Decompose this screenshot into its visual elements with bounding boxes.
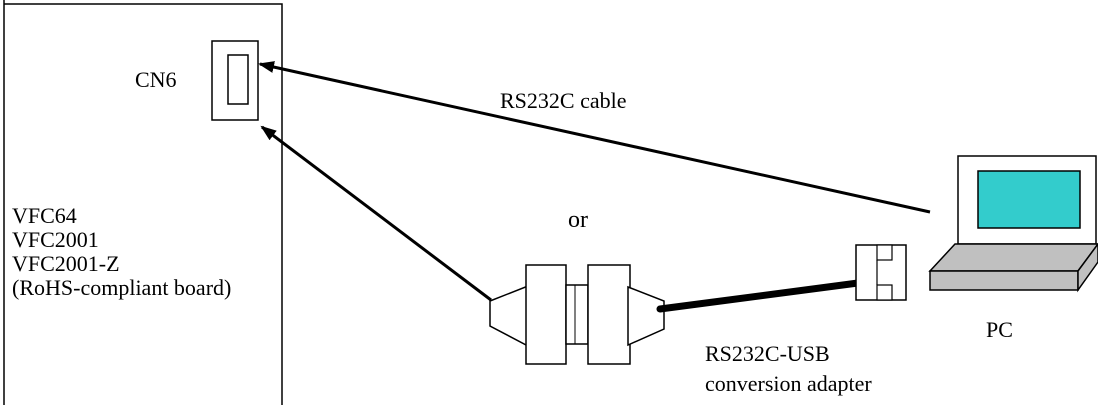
usb-plug-icon [855,244,907,301]
usb-cable [656,279,862,313]
cn6-label: CN6 [135,67,177,92]
board-model-vfc64: VFC64 [12,203,77,228]
adapter-label-line1: RS232C-USB [705,341,830,366]
rs232c-cable-arrow [258,61,931,214]
or-label: or [568,207,588,233]
adapter-arrow [260,125,492,302]
board-model-vfc2001: VFC2001 [12,227,99,252]
board-model-vfc2001-z: VFC2001-Z [12,251,120,276]
board-model-list: VFC64 VFC2001 VFC2001-Z (RoHS-compliant … [12,204,231,300]
rs232c-cable-label: RS232C cable [500,88,627,113]
board-model-rohs-note: (RoHS-compliant board) [12,275,232,300]
laptop-pc-icon [928,155,1098,293]
adapter-label-line2: conversion adapter [705,371,872,396]
pc-label: PC [986,317,1013,342]
cn6-connector [211,40,259,121]
conversion-adapter-icon [489,264,665,365]
board [3,0,283,405]
